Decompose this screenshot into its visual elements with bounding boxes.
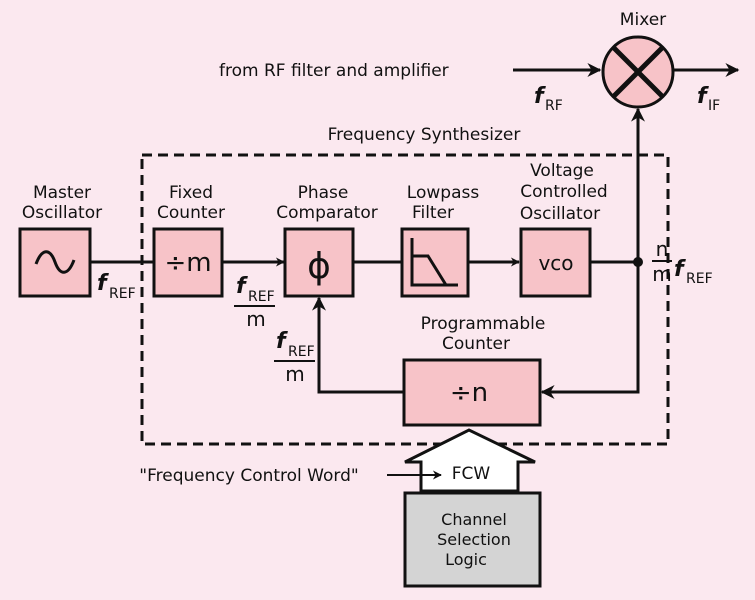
divide-m-symbol: ÷m bbox=[164, 248, 211, 278]
svg-text:REF: REF bbox=[248, 289, 275, 305]
n-over-m-f-ref-label: n m f REF bbox=[652, 237, 713, 287]
master-oscillator-label-1: Master bbox=[33, 183, 91, 203]
fixed-counter-label-1: Fixed bbox=[169, 183, 213, 203]
channel-selection-label-2: Selection bbox=[437, 530, 511, 549]
svg-text:m: m bbox=[652, 262, 671, 286]
svg-text:f: f bbox=[697, 84, 709, 109]
svg-text:REF: REF bbox=[109, 286, 136, 302]
fixed-counter-block bbox=[152, 227, 224, 298]
svg-text:m: m bbox=[285, 362, 304, 386]
programmable-counter-label-1: Programmable bbox=[421, 314, 546, 334]
counter-to-comparator-arrow bbox=[312, 296, 404, 394]
f-ref-over-m-label-1: f REF m bbox=[234, 274, 275, 331]
mixer-label: Mixer bbox=[620, 10, 666, 30]
programmable-counter-label-2: Counter bbox=[442, 334, 510, 354]
f-ref-over-m-label-2: f REF m bbox=[274, 329, 315, 386]
divide-n-symbol: ÷n bbox=[450, 378, 488, 408]
frequency-control-word-label: "Frequency Control Word" bbox=[139, 466, 358, 486]
fixed-counter-label-2: Counter bbox=[157, 203, 225, 223]
lowpass-filter-label-1: Lowpass bbox=[407, 183, 480, 203]
synthesizer-boundary bbox=[140, 153, 670, 446]
fcw-label: FCW bbox=[452, 464, 491, 484]
feedback-arrow bbox=[540, 262, 640, 399]
rf-input-label: from RF filter and amplifier bbox=[219, 61, 449, 81]
synthesizer-title: Frequency Synthesizer bbox=[328, 125, 521, 145]
vco-label-3: Oscillator bbox=[520, 204, 600, 224]
phi-symbol: ϕ bbox=[307, 246, 331, 287]
mixer-cross-icon bbox=[601, 35, 675, 109]
vco-block bbox=[519, 227, 592, 298]
phase-comparator-block bbox=[283, 227, 355, 298]
vco-label-1: Voltage bbox=[530, 161, 594, 181]
phase-comparator-label-1: Phase bbox=[298, 183, 349, 203]
vco-label-2: Controlled bbox=[520, 182, 607, 202]
svg-text:f: f bbox=[236, 274, 248, 299]
channel-selection-logic-block bbox=[403, 491, 542, 588]
svg-text:f: f bbox=[534, 84, 546, 109]
f-ref-label-oscillator: f REF bbox=[97, 271, 136, 302]
master-oscillator-label-2: Oscillator bbox=[22, 203, 102, 223]
svg-text:f: f bbox=[97, 271, 109, 296]
svg-text:n: n bbox=[656, 237, 669, 261]
svg-text:IF: IF bbox=[708, 98, 720, 114]
svg-text:f: f bbox=[674, 257, 686, 282]
svg-text:RF: RF bbox=[545, 98, 563, 114]
f-rf-label: f RF bbox=[534, 84, 563, 114]
svg-text:REF: REF bbox=[288, 344, 315, 360]
sine-wave-icon bbox=[34, 250, 76, 274]
svg-text:f: f bbox=[276, 329, 288, 354]
channel-selection-label-1: Channel bbox=[441, 510, 507, 529]
lowpass-filter-label-2: Filter bbox=[412, 203, 454, 223]
lowpass-response-icon bbox=[410, 238, 458, 287]
vco-symbol: vco bbox=[538, 251, 573, 275]
svg-text:m: m bbox=[246, 307, 265, 331]
channel-selection-label-3: Logic bbox=[445, 550, 487, 569]
svg-text:REF: REF bbox=[686, 271, 713, 287]
f-if-label: f IF bbox=[697, 84, 720, 114]
phase-comparator-label-2: Comparator bbox=[276, 203, 378, 223]
